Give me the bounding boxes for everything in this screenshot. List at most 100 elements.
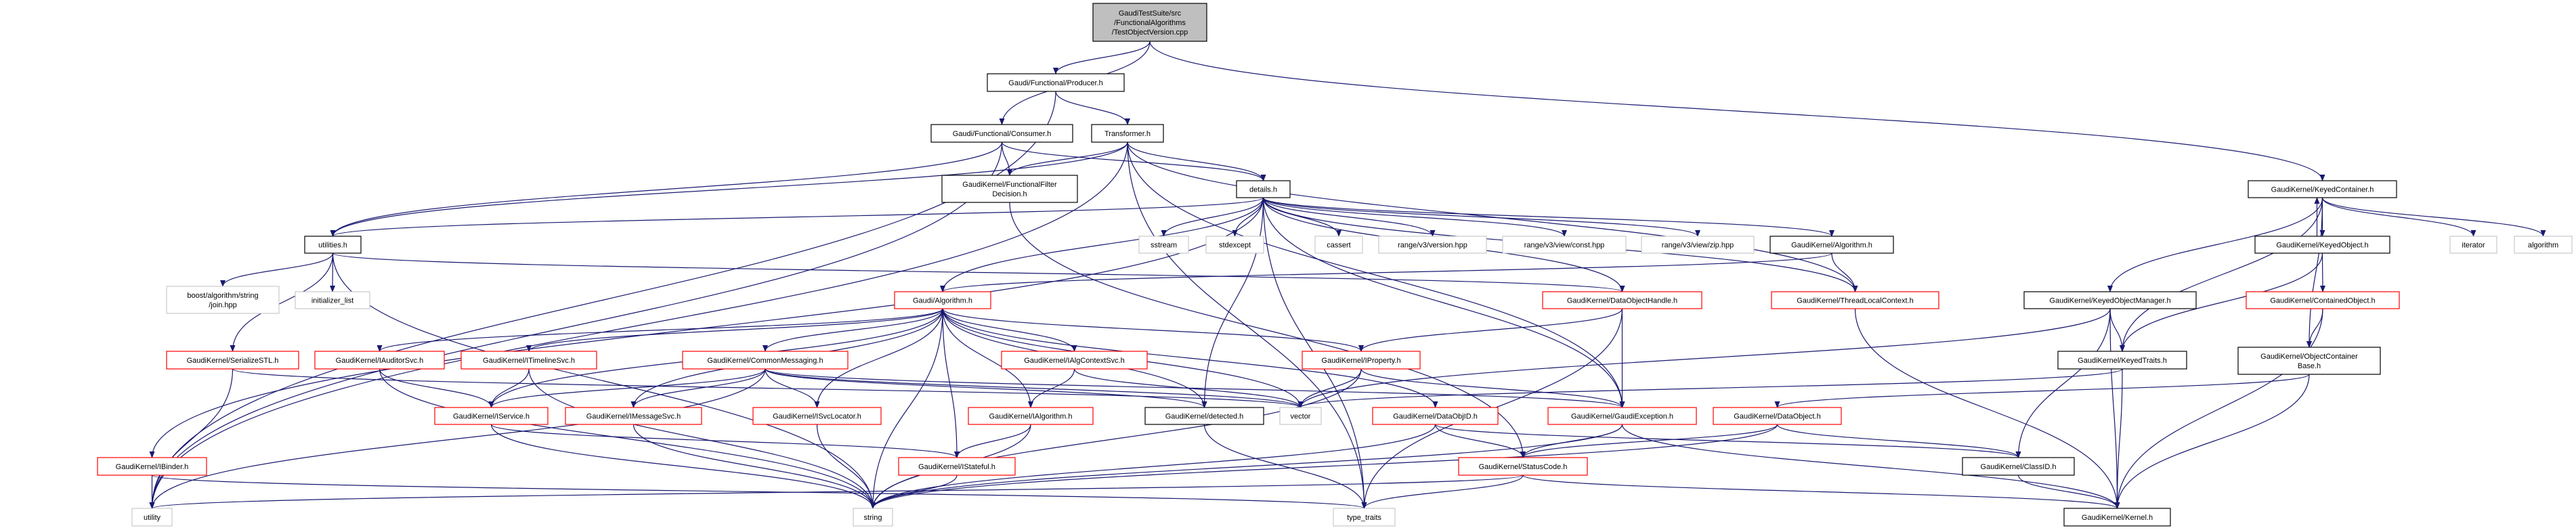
node-iproperty[interactable]: GaudiKernel/IProperty.h [1302, 351, 1421, 370]
node-dataobjecthandle[interactable]: GaudiKernel/DataObjectHandle.h [1542, 291, 1702, 309]
node-box [1205, 236, 1264, 254]
node-threadlocal[interactable]: GaudiKernel/ThreadLocalContext.h [1771, 291, 1939, 309]
node-vector: vector [1279, 407, 1322, 425]
edge-details-to-rconst [1262, 197, 1567, 237]
node-label: vector [1291, 413, 1311, 421]
node-ialgcontextsvc[interactable]: GaudiKernel/IAlgContextSvc.h [1001, 351, 1148, 370]
edge-keyedobjectmanager-to-vector [1297, 308, 2111, 408]
node-gaudialgorithm[interactable]: Gaudi/Algorithm.h [894, 291, 991, 309]
edge-statuscode-to-utility [150, 474, 1524, 509]
edge-keyedcontainer-to-keyedobjectmanager [2107, 197, 2323, 292]
node-box [460, 351, 597, 370]
edge-gaudialgorithm-to-ialgcontextsvc [942, 308, 1077, 352]
node-rconst: range/v3/view/const.hpp [1502, 236, 1627, 254]
node-keyedobjectmanager[interactable]: GaudiKernel/KeyedObjectManager.h [2023, 291, 2197, 309]
edge-keyedobjectmanager-to-classid [2015, 308, 2111, 458]
node-box [1138, 236, 1189, 254]
node-keyedtraits[interactable]: GaudiKernel/KeyedTraits.h [2057, 351, 2187, 370]
edge-keyedobject-to-keyedtraits [2120, 252, 2323, 352]
node-box [1236, 180, 1291, 198]
node-label: range/v3/version.hpp [1398, 242, 1467, 250]
node-label: GaudiKernel/IAlgorithm.h [989, 413, 1073, 421]
node-box [2254, 236, 2390, 254]
node-label: GaudiKernel/ThreadLocalContext.h [1797, 297, 1913, 305]
node-producer[interactable]: Gaudi/Functional/Producer.h [987, 73, 1125, 92]
node-box [1333, 508, 1396, 527]
node-label: range/v3/view/const.hpp [1524, 242, 1605, 250]
node-serializestl[interactable]: GaudiKernel/SerializeSTL.h [166, 351, 299, 370]
edge-transformer-to-gaudiexception [1127, 141, 1625, 408]
edge-gaudialgorithm-to-commonmessaging [763, 308, 943, 352]
node-box [1769, 236, 1894, 254]
node-box [1771, 291, 1939, 309]
node-label: GaudiKernel/FunctionalFilter [962, 181, 1057, 189]
node-keyedcontainer[interactable]: GaudiKernel/KeyedContainer.h [2248, 180, 2397, 198]
node-keyedobject[interactable]: GaudiKernel/KeyedObject.h [2254, 236, 2390, 254]
node-sstream: sstream [1138, 236, 1189, 254]
edge-gaudialgorithm-to-string [870, 308, 943, 509]
edge-transformer-to-details [1127, 141, 1266, 181]
node-ialgorithm[interactable]: GaudiKernel/IAlgorithm.h [968, 407, 1094, 425]
edge-utilities-to-serializestl [230, 252, 334, 352]
node-consumer[interactable]: Gaudi/Functional/Consumer.h [930, 124, 1073, 143]
edge-iservice-to-istateful [490, 424, 960, 458]
node-istateful[interactable]: GaudiKernel/IStateful.h [898, 457, 1016, 476]
edge-itimelinesvc-to-string [528, 368, 876, 509]
edge-commonmessaging-to-utility [149, 368, 766, 509]
node-gkalgorithm[interactable]: GaudiKernel/Algorithm.h [1769, 236, 1894, 254]
edge-utilities-to-boostjoin [220, 252, 334, 287]
node-containedobject[interactable]: GaudiKernel/ContainedObject.h [2246, 291, 2400, 309]
node-box [682, 351, 849, 370]
edge-gaudiexception-to-kernel [1621, 424, 2120, 509]
node-rzip: range/v3/view/zip.hpp [1641, 236, 1755, 254]
node-string: string [853, 508, 893, 527]
node-label: utilities.h [318, 242, 347, 250]
node-utilities[interactable]: utilities.h [304, 236, 362, 254]
node-classid[interactable]: GaudiKernel/ClassID.h [1962, 457, 2075, 476]
node-kernel[interactable]: GaudiKernel/Kernel.h [2063, 508, 2171, 527]
node-dataobject[interactable]: GaudiKernel/DataObject.h [1713, 407, 1842, 425]
node-label: Gaudi/Functional/Consumer.h [953, 130, 1052, 138]
edge-gaudialgorithm-to-istateful [942, 308, 960, 458]
node-transformer[interactable]: Transformer.h [1091, 124, 1164, 143]
node-dataobjid[interactable]: GaudiKernel/DataObjID.h [1372, 407, 1499, 425]
node-label: utility [144, 514, 161, 522]
node-detected[interactable]: GaudiKernel/detected.h [1144, 407, 1264, 425]
edge-transformer-to-utility [149, 141, 1128, 509]
edge-utilities-to-dataobjecthandle [332, 252, 1625, 292]
node-details[interactable]: details.h [1236, 180, 1291, 198]
node-iservice[interactable]: GaudiKernel/IService.h [434, 407, 549, 425]
node-stdexcept: stdexcept [1205, 236, 1264, 254]
node-imessagesvc[interactable]: GaudiKernel/IMessageSvc.h [565, 407, 702, 425]
node-box [2248, 180, 2397, 198]
node-isvclocator[interactable]: GaudiKernel/ISvcLocator.h [752, 407, 882, 425]
node-label: Transformer.h [1104, 130, 1151, 138]
node-label: GaudiKernel/IService.h [453, 413, 530, 421]
node-ibinder[interactable]: GaudiKernel/IBinder.h [97, 457, 207, 476]
edge-consumer-to-details [1001, 141, 1266, 181]
node-label: cassert [1327, 242, 1350, 250]
node-label: GaudiKernel/IMessageSvc.h [586, 413, 681, 421]
node-label: GaudiKernel/KeyedTraits.h [2078, 357, 2167, 365]
node-label: GaudiKernel/IBinder.h [116, 463, 189, 471]
edge-details-to-rzip [1262, 197, 1700, 237]
node-root[interactable]: GaudiTestSuite/src/FunctionalAlgorithms/… [1092, 3, 1207, 42]
edge-dataobjecthandle-to-iproperty [1358, 308, 1623, 352]
edge-ialgorithm-to-istateful [954, 424, 1031, 458]
edge-ialgcontextsvc-to-ialgorithm [1028, 368, 1075, 408]
node-commonmessaging[interactable]: GaudiKernel/CommonMessaging.h [682, 351, 849, 370]
edge-containedobject-to-kernel [2114, 308, 2323, 509]
node-iauditorsvc[interactable]: GaudiKernel/IAuditorSvc.h [314, 351, 445, 370]
node-label: Base.h [2298, 362, 2321, 370]
node-itimelinesvc[interactable]: GaudiKernel/ITimelineSvc.h [460, 351, 597, 370]
edge-statuscode-to-typetraits [1361, 474, 1524, 509]
node-gaudiexception[interactable]: GaudiKernel/GaudiException.h [1547, 407, 1697, 425]
edge-dataobject-to-statuscode [1520, 424, 1778, 458]
node-statuscode[interactable]: GaudiKernel/StatusCode.h [1458, 457, 1588, 476]
edge-ialgcontextsvc-to-vector [1073, 368, 1304, 408]
edge-consumer-to-utilities [330, 141, 1003, 237]
node-box [1641, 236, 1755, 254]
edge-statuscode-to-kernel [1522, 474, 2120, 509]
